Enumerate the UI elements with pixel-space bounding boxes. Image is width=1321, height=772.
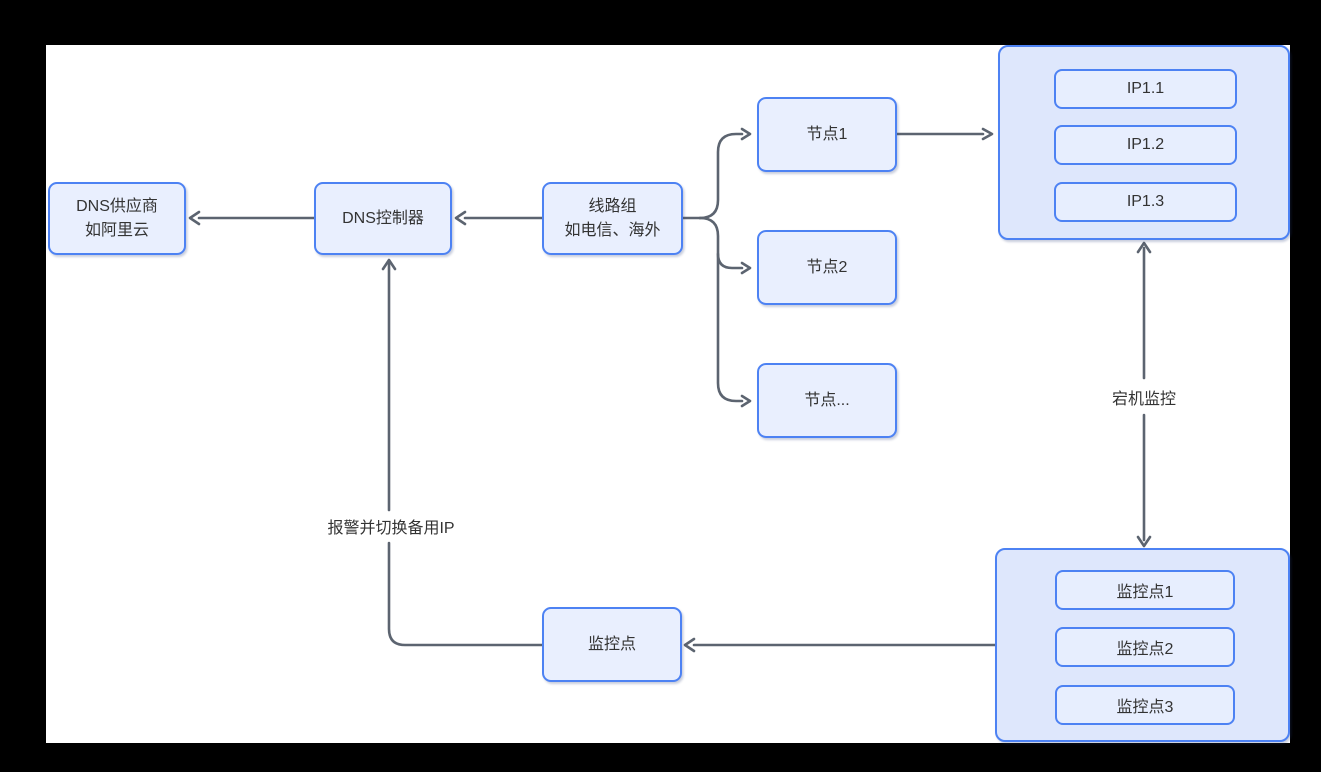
node-monitor-point: 监控点	[542, 607, 682, 682]
arrowhead-node-more	[740, 394, 752, 408]
arrowhead-node1	[740, 127, 752, 141]
node-dns-provider-line2: 如阿里云	[84, 221, 149, 239]
branch-to-node-more	[698, 216, 744, 403]
node-more-label: 节点...	[804, 391, 850, 409]
node-line-group-line2: 如电信、海外	[564, 221, 661, 239]
monitor-item-3: 监控点3	[1055, 685, 1235, 725]
arrowhead-ip-group	[981, 127, 994, 141]
node-dns-controller-label: DNS控制器	[342, 209, 424, 227]
node-line-group-line1: 线路组	[588, 198, 637, 216]
branch-to-node2	[716, 252, 744, 270]
monitor-item-2: 监控点2	[1055, 627, 1235, 667]
node-dns-provider: DNS供应商 如阿里云	[48, 182, 186, 255]
node-dns-controller: DNS控制器	[314, 182, 452, 255]
edge-label-alert-and-switch: 报警并切换备用IP	[325, 514, 457, 538]
ip-group-container: IP1.1 IP1.2 IP1.3	[998, 45, 1290, 240]
arrowhead-down-monitor-group	[1136, 535, 1152, 548]
monitor-group-container: 监控点1 监控点2 监控点3	[995, 548, 1290, 742]
ip-item-2: IP1.2	[1054, 125, 1237, 165]
ip-item-1: IP1.1	[1054, 69, 1237, 109]
arrowhead-left-monitorpoint	[683, 637, 696, 653]
arrowhead-up-controller	[381, 258, 397, 271]
monitor-item-1: 监控点1	[1055, 570, 1235, 610]
node-more: 节点...	[757, 363, 897, 438]
arrowhead-node2	[740, 261, 752, 275]
arrowhead-left-controller	[454, 210, 467, 226]
arrow-alert-segment-lower	[387, 541, 544, 647]
node-1: 节点1	[757, 97, 897, 172]
node-2-label: 节点2	[806, 258, 848, 276]
edge-label-downtime-monitor: 宕机监控	[1109, 385, 1179, 409]
node-line-group: 线路组 如电信、海外	[542, 182, 683, 255]
arrowhead-up-ip-group	[1136, 241, 1152, 254]
branch-to-node1	[698, 132, 744, 220]
ip-item-3: IP1.3	[1054, 182, 1237, 222]
node-2: 节点2	[757, 230, 897, 305]
node-monitor-point-label: 监控点	[587, 635, 636, 653]
node-dns-provider-line1: DNS供应商	[76, 198, 158, 216]
diagram-canvas: DNS供应商 如阿里云 DNS控制器 线路组 如电信、海外 节点1 节点2 节点…	[46, 45, 1290, 743]
node-1-label: 节点1	[806, 125, 848, 143]
arrowhead-left-provider	[188, 210, 201, 226]
